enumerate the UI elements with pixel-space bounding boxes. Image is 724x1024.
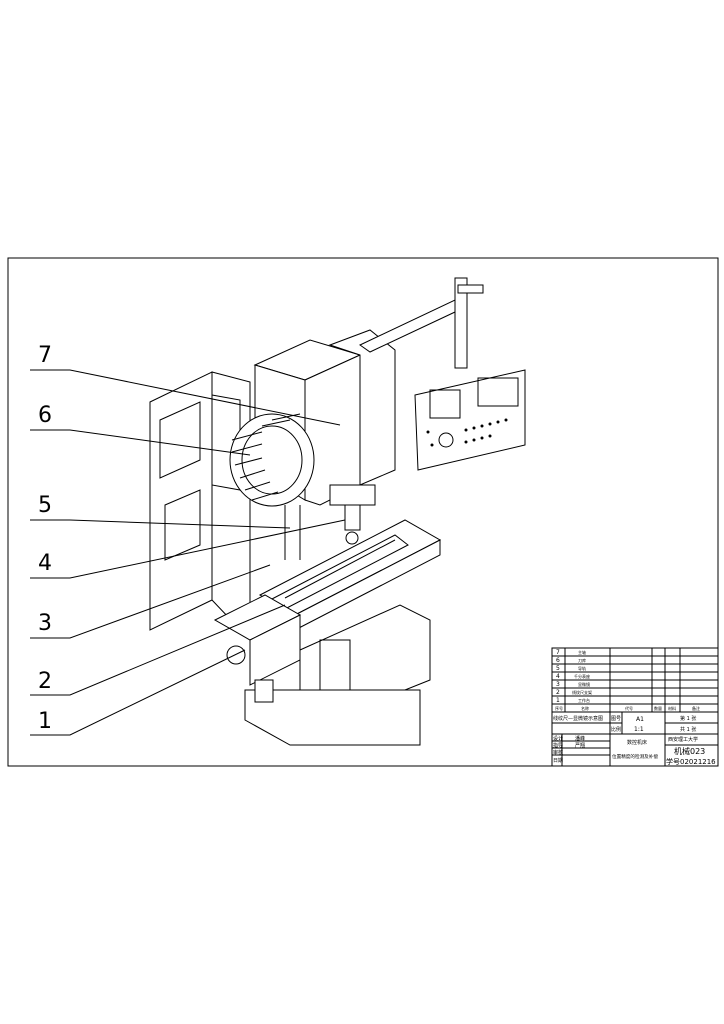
callout-5: 5 (38, 493, 52, 518)
part-no: 7 (556, 649, 560, 656)
design-label: 设计 (553, 735, 563, 742)
part-name: 工作台 (578, 697, 590, 703)
scale-label: 比例 (611, 726, 621, 733)
part-no: 3 (556, 681, 560, 688)
part-no: 4 (556, 673, 560, 680)
designer: 潘峰 (575, 735, 585, 742)
guide: 严翔 (575, 742, 585, 749)
callout-1: 1 (38, 709, 52, 734)
project-title-line1: 数控机床 (627, 739, 647, 746)
machine-drawing (149, 277, 526, 746)
part-no: 6 (556, 657, 560, 664)
sheet-border (7, 257, 719, 767)
date-label: 日期 (553, 758, 563, 764)
part-name: 千分表座 (574, 673, 590, 679)
header-no: 序号 (555, 705, 563, 711)
guide-label: 指导 (553, 742, 563, 749)
class: 机械023 (674, 746, 705, 756)
part-no: 5 (556, 665, 560, 672)
part-no: 1 (556, 697, 560, 704)
callout-4: 4 (38, 551, 52, 576)
school: 西安理工大学 (668, 736, 698, 743)
part-name: 刀库 (578, 657, 586, 663)
callout-2: 2 (38, 669, 52, 694)
part-name: 主轴 (578, 649, 586, 655)
scale: 1:1 (634, 726, 644, 733)
project-title-line2: 位置精度的检测及补偿 (612, 753, 658, 760)
header-remark: 备注 (692, 705, 700, 711)
drawing-title: 线纹尺—显微镜示意图 (553, 715, 603, 722)
header-material: 材料 (668, 705, 676, 711)
header-code: 代号 (625, 705, 633, 711)
callout-7: 7 (38, 343, 52, 368)
callout-3: 3 (38, 611, 52, 636)
header-name: 名称 (581, 705, 589, 711)
sheet-total: 共 1 张 (680, 726, 696, 733)
sheet-no: 第 1 张 (680, 715, 696, 722)
leader-lines (30, 369, 346, 736)
callout-6: 6 (38, 403, 52, 428)
student-id: 学号02021216 (666, 757, 716, 766)
title-block: 7 主轴 6 刀库 5 导轨 4 千分表座 3 显微镜 2 线纹尺支架 1 工作… (551, 647, 719, 767)
review-label: 审核 (553, 749, 563, 756)
header-qty: 数量 (654, 705, 662, 711)
part-name: 线纹尺支架 (572, 689, 592, 695)
drawing-no-label: 图号 (611, 716, 621, 722)
part-name: 显微镜 (578, 681, 590, 687)
part-name: 导轨 (578, 665, 586, 671)
drawing-no: A1 (636, 716, 644, 723)
part-no: 2 (556, 689, 560, 696)
